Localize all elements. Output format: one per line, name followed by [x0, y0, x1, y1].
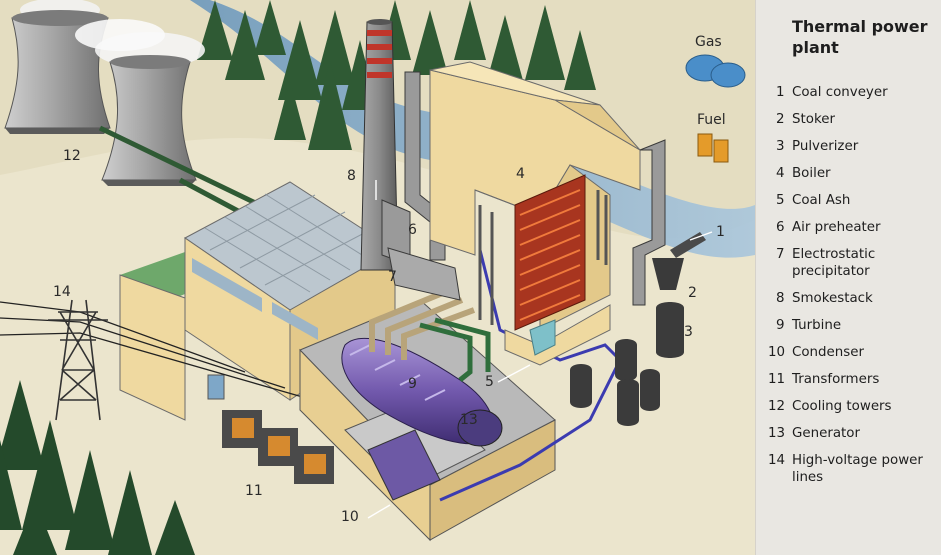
- transformers: [222, 410, 334, 484]
- legend-number: 13: [768, 426, 786, 441]
- callout-12: 12: [63, 148, 81, 164]
- gas-storage-tanks: [685, 54, 746, 88]
- forest-front: [0, 380, 195, 555]
- legend-item: 3 Pulverizer: [776, 138, 940, 165]
- callout-1: 1: [716, 224, 725, 240]
- turbine-hall: [119, 181, 396, 421]
- callout-6: 6: [408, 222, 417, 238]
- callout-5: 5: [485, 374, 494, 390]
- legend-label: Pulverizer: [792, 139, 859, 154]
- callout-9: 9: [408, 376, 417, 392]
- legend-number: 7: [776, 247, 785, 262]
- legend-item: 5 Coal Ash: [776, 192, 940, 219]
- foundation-side: [429, 419, 556, 541]
- legend-label: Stoker: [792, 112, 835, 127]
- water-pipes: [419, 317, 491, 382]
- boiler: [429, 61, 641, 366]
- fuel-label: Fuel: [697, 112, 726, 128]
- callout-14: 14: [53, 284, 71, 300]
- legend-number: 11: [768, 372, 786, 387]
- legend-label: Air preheater: [792, 220, 881, 235]
- callout-4: 4: [516, 166, 525, 182]
- coal-feed-system: [570, 139, 706, 426]
- legend-label: Electrostatic precipitator: [792, 247, 876, 279]
- legend-number: 10: [768, 345, 786, 360]
- steam-pipes: [369, 287, 476, 360]
- callout-11: 11: [245, 483, 263, 499]
- legend-label: High-voltage power lines: [792, 453, 923, 485]
- legend-item: 11 Transformers: [768, 371, 940, 398]
- legend-label: Transformers: [792, 372, 880, 387]
- legend-item: 10 Condenser: [768, 344, 940, 371]
- turbine-generator: [341, 338, 503, 447]
- fuel-barrels: [697, 133, 729, 163]
- callout-3: 3: [684, 324, 693, 340]
- callout-8: 8: [347, 168, 356, 184]
- gas-label: Gas: [695, 34, 722, 50]
- legend-item: 14 High-voltage power lines: [768, 452, 940, 496]
- callout-13: 13: [460, 412, 478, 428]
- legend-label: Smokestack: [792, 291, 873, 306]
- legend-label: Boiler: [792, 166, 831, 181]
- legend-item: 4 Boiler: [776, 165, 940, 192]
- coal-ash-hopper: [529, 319, 556, 356]
- legend-number: 1: [776, 85, 785, 100]
- legend-number: 6: [776, 220, 785, 235]
- legend-number: 14: [768, 453, 786, 468]
- legend-title: Thermal power plant: [792, 17, 928, 57]
- legend-list: 1 Coal conveyer 2 Stoker 3 Pulverizer 4 Boil…: [768, 84, 940, 496]
- forest-back: [197, 0, 596, 150]
- callout-10: 10: [341, 509, 359, 525]
- legend-number: 5: [776, 193, 785, 208]
- pylon: [48, 299, 108, 421]
- legend-item: 12 Cooling towers: [768, 398, 940, 425]
- callout-2: 2: [688, 285, 697, 301]
- legend-label: Turbine: [792, 318, 842, 333]
- legend-number: 4: [776, 166, 785, 181]
- legend-label: Condenser: [792, 345, 864, 360]
- legend-item: 8 Smokestack: [776, 290, 940, 317]
- leader-lines: [367, 180, 713, 519]
- power-plant-illustration: Gas Fuel 1 2 3 4 5 6 7 8 9 10 11 12 13 1…: [0, 0, 755, 555]
- legend-number: 3: [776, 139, 785, 154]
- legend-number: 12: [768, 399, 786, 414]
- legend-item: 2 Stoker: [776, 111, 940, 138]
- legend-item: 1 Coal conveyer: [776, 84, 940, 111]
- legend-item: 6 Air preheater: [776, 219, 940, 246]
- legend-item: 9 Turbine: [776, 317, 940, 344]
- legend-number: 9: [776, 318, 785, 333]
- legend-panel: Thermal power plant 1 Coal conveyer 2 Stok…: [755, 0, 941, 555]
- callout-7: 7: [388, 269, 397, 285]
- legend-label: Generator: [792, 426, 860, 441]
- condenser-body: [367, 429, 441, 501]
- legend-item: 13 Generator: [768, 425, 940, 452]
- legend-item: 7 Electrostatic precipitator: [776, 246, 940, 290]
- legend-label: Cooling towers: [792, 399, 892, 414]
- legend-label: Coal Ash: [792, 193, 851, 208]
- legend-number: 8: [776, 291, 785, 306]
- legend-number: 2: [776, 112, 785, 127]
- legend-label: Coal conveyer: [792, 85, 888, 100]
